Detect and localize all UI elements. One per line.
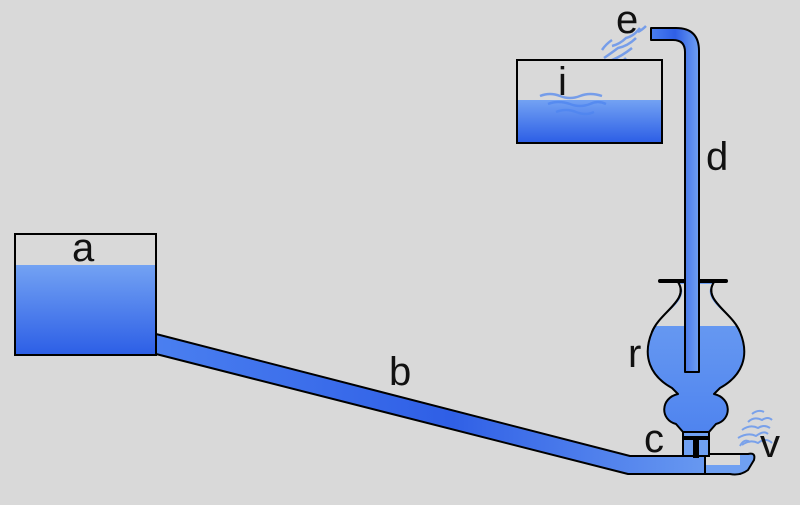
receiving-tank <box>516 59 663 144</box>
source-tank <box>14 233 157 356</box>
receiving-tank-water <box>518 100 661 142</box>
receiving-splash <box>539 92 607 116</box>
check-valve <box>682 431 710 458</box>
source-tank-water <box>16 265 155 354</box>
waste-valve-port <box>706 455 740 465</box>
waste-spray <box>737 409 773 447</box>
delivery-pipe <box>650 27 700 373</box>
